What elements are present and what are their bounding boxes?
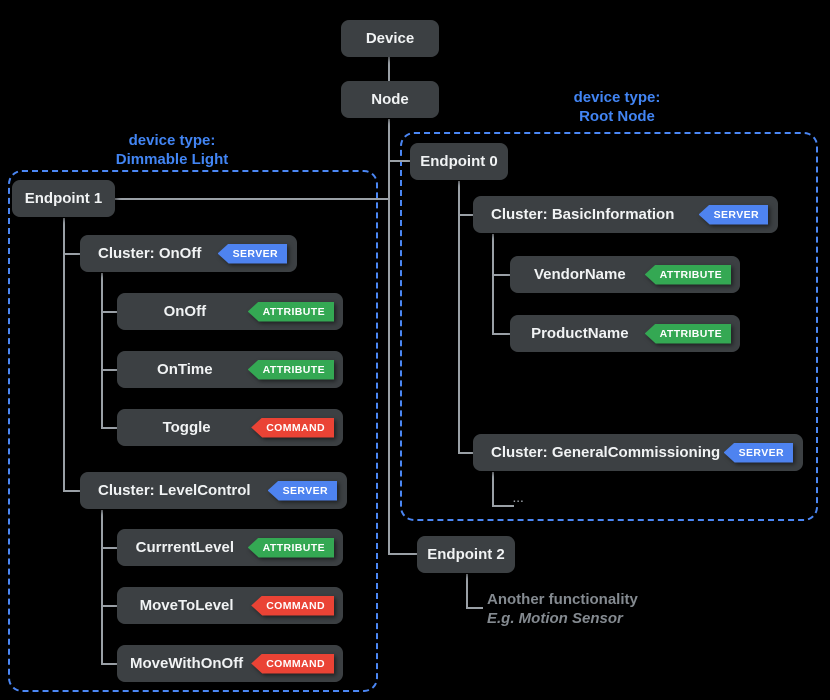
cmd-toggle-label: Toggle (162, 419, 211, 436)
endpoint2-label: Endpoint 2 (427, 546, 505, 563)
connector-line (388, 57, 390, 81)
node-box: Node (341, 81, 439, 118)
cluster-generalcommissioning-label: Cluster: GeneralCommissioning (491, 444, 721, 461)
badge-wrap: SERVER (698, 204, 768, 225)
badge-wrap: COMMAND (251, 653, 334, 674)
connector-line (63, 218, 65, 492)
badge-wrap: ATTRIBUTE (247, 359, 334, 380)
connector-line (101, 605, 119, 607)
connector-line (388, 119, 390, 555)
connector-line (492, 234, 494, 335)
connector-line (115, 198, 390, 200)
connector-line (492, 505, 514, 507)
connector-line (466, 574, 468, 609)
server-badge: SERVER (698, 204, 768, 225)
connector-line (101, 510, 103, 665)
command-badge: COMMAND (251, 653, 334, 674)
cluster-basicinformation-label: Cluster: BasicInformation (491, 206, 675, 223)
endpoint2-box: Endpoint 2 (417, 536, 515, 573)
connector-line (101, 311, 119, 313)
vendorname-box: VendorName ATTRIBUTE (510, 256, 740, 293)
cluster-levelcontrol-label: Cluster: LevelControl (98, 482, 251, 499)
cluster-generalcommissioning-box: Cluster: GeneralCommissioning SERVER (473, 434, 803, 471)
device-box: Device (341, 20, 439, 57)
attribute-badge: ATTRIBUTE (644, 323, 731, 344)
root-node-group-border (400, 132, 818, 521)
attribute-badge: ATTRIBUTE (644, 264, 731, 285)
badge-wrap: COMMAND (251, 417, 334, 438)
connector-line (101, 369, 119, 371)
endpoint1-label: Endpoint 1 (24, 190, 103, 207)
cmd-movewithonoff-label: MoveWithOnOff (130, 655, 244, 672)
server-badge: SERVER (723, 442, 793, 463)
endpoint2-note-line2: E.g. Motion Sensor (487, 610, 623, 627)
attr-ontime-box: OnTime ATTRIBUTE (117, 351, 343, 388)
connector-line (388, 160, 412, 162)
connector-line (458, 452, 475, 454)
connector-line (101, 547, 119, 549)
attr-currrentlevel-box: CurrrentLevel ATTRIBUTE (117, 529, 343, 566)
badge-wrap: ATTRIBUTE (644, 264, 731, 285)
badge-wrap: COMMAND (251, 595, 334, 616)
connector-line (458, 214, 475, 216)
root-node-group-label: device type: Root Node (497, 88, 737, 126)
attr-ontime-label: OnTime (157, 361, 213, 378)
connector-line (492, 472, 494, 507)
connector-line (101, 663, 119, 665)
connector-line (63, 253, 82, 255)
cluster-basicinformation-box: Cluster: BasicInformation SERVER (473, 196, 778, 233)
endpoint0-box: Endpoint 0 (410, 143, 508, 180)
attr-onoff-box: OnOff ATTRIBUTE (117, 293, 343, 330)
connector-line (466, 607, 483, 609)
connector-line (63, 490, 82, 492)
productname-label: ProductName (531, 325, 629, 342)
dimmable-light-group-border (8, 170, 378, 692)
endpoint2-note-line1: Another functionality (487, 591, 638, 608)
device-type-prefix: device type: (128, 132, 216, 149)
device-type-prefix: device type: (573, 89, 661, 106)
connector-line (101, 427, 119, 429)
connector-line (101, 273, 103, 429)
attr-onoff-label: OnOff (163, 303, 207, 320)
attribute-badge: ATTRIBUTE (247, 301, 334, 322)
connector-line (492, 274, 512, 276)
connector-line (492, 333, 512, 335)
server-badge: SERVER (217, 243, 287, 264)
badge-wrap: SERVER (267, 480, 337, 501)
attr-currrentlevel-label: CurrrentLevel (135, 539, 235, 556)
device-type-name: Root Node (579, 108, 655, 125)
badge-wrap: ATTRIBUTE (247, 537, 334, 558)
command-badge: COMMAND (251, 595, 334, 616)
endpoint2-note: Another functionality E.g. Motion Sensor (487, 590, 638, 628)
badge-wrap: SERVER (723, 442, 793, 463)
cluster-onoff-label: Cluster: OnOff (98, 245, 202, 262)
cmd-movewithonoff-box: MoveWithOnOff COMMAND (117, 645, 343, 682)
node-label: Node (371, 91, 409, 108)
device-type-name: Dimmable Light (115, 151, 229, 168)
badge-wrap: ATTRIBUTE (247, 301, 334, 322)
badge-wrap: ATTRIBUTE (644, 323, 731, 344)
cluster-onoff-box: Cluster: OnOff SERVER (80, 235, 297, 272)
badge-wrap: SERVER (217, 243, 287, 264)
attribute-badge: ATTRIBUTE (247, 359, 334, 380)
cmd-toggle-box: Toggle COMMAND (117, 409, 343, 446)
cluster-levelcontrol-box: Cluster: LevelControl SERVER (80, 472, 347, 509)
connector-line (388, 553, 418, 555)
attribute-badge: ATTRIBUTE (247, 537, 334, 558)
endpoint0-label: Endpoint 0 (420, 153, 498, 170)
vendorname-label: VendorName (533, 266, 626, 283)
connector-line (458, 181, 460, 454)
device-label: Device (365, 30, 415, 47)
cmd-movetolevel-label: MoveToLevel (139, 597, 234, 614)
endpoint1-box: Endpoint 1 (12, 180, 115, 217)
command-badge: COMMAND (251, 417, 334, 438)
cmd-movetolevel-box: MoveToLevel COMMAND (117, 587, 343, 624)
server-badge: SERVER (267, 480, 337, 501)
ellipsis-more-clusters: ... (513, 494, 525, 505)
dimmable-light-group-label: device type: Dimmable Light (52, 131, 292, 169)
productname-box: ProductName ATTRIBUTE (510, 315, 740, 352)
